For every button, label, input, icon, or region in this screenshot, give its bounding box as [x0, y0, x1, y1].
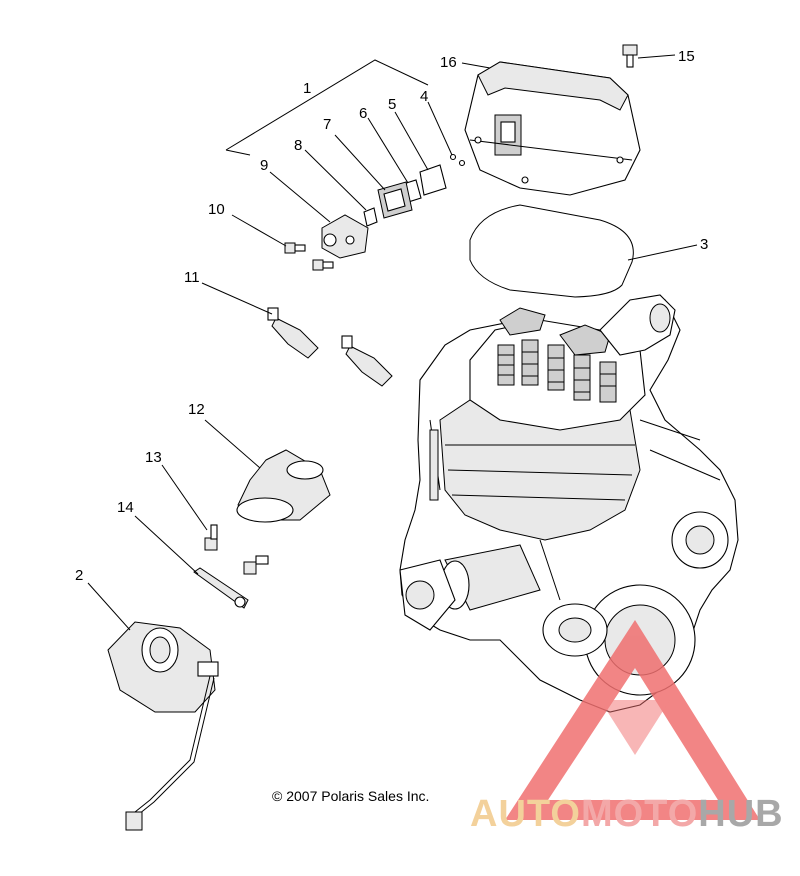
- callout-11: 11: [184, 269, 200, 286]
- leader-lines: [87, 54, 698, 631]
- callout-15: 15: [678, 48, 695, 65]
- callout-10: 10: [208, 201, 225, 218]
- callout-3: 3: [700, 236, 708, 253]
- callout-2: 2: [75, 567, 83, 584]
- valve-springs: [497, 339, 617, 403]
- watermark-auto: AUTO: [470, 793, 581, 835]
- valve-cover-part-16: [464, 61, 641, 196]
- callout-6: 6: [359, 105, 367, 122]
- spark-plugs-part-11: [267, 307, 393, 387]
- gasket-part-3: [469, 204, 634, 298]
- bracket-part-14: [193, 567, 249, 609]
- bolts-part-10: [284, 242, 334, 271]
- bolts-part-13: [204, 524, 269, 575]
- callout-labels: 1 2 3 4 5 6 7 8 9 10 11 12 13 14 15 16: [75, 48, 708, 584]
- automotohub-watermark: AUTOMOTOHUB: [470, 620, 784, 835]
- callout-5: 5: [388, 96, 396, 113]
- bolt-part-15: [622, 44, 638, 68]
- housing-part-9: [321, 214, 369, 259]
- callout-8: 8: [294, 137, 302, 154]
- watermark-hub: HUB: [698, 793, 783, 835]
- callout-7: 7: [323, 116, 331, 133]
- callout-1: 1: [303, 80, 311, 97]
- screw-part-4: [449, 153, 457, 161]
- watermark-triangle-icon: [505, 620, 760, 820]
- watermark-text: AUTOMOTOHUB: [470, 793, 784, 835]
- callout-9: 9: [260, 157, 268, 174]
- callout-13: 13: [145, 449, 162, 466]
- callout-4: 4: [420, 88, 428, 105]
- throttle-body-part-2: [107, 621, 219, 831]
- callout-12: 12: [188, 401, 205, 418]
- gasket-part-8: [363, 207, 378, 227]
- engine-assembly: [399, 294, 739, 713]
- copyright-text: © 2007 Polaris Sales Inc.: [272, 788, 429, 804]
- callout-16: 16: [440, 54, 457, 71]
- plate-part-5: [419, 164, 447, 196]
- small-parts-4-9: [321, 153, 466, 259]
- intake-boot-part-12: [236, 449, 331, 523]
- callout-14: 14: [117, 499, 134, 516]
- watermark-moto: MOTO: [581, 793, 698, 835]
